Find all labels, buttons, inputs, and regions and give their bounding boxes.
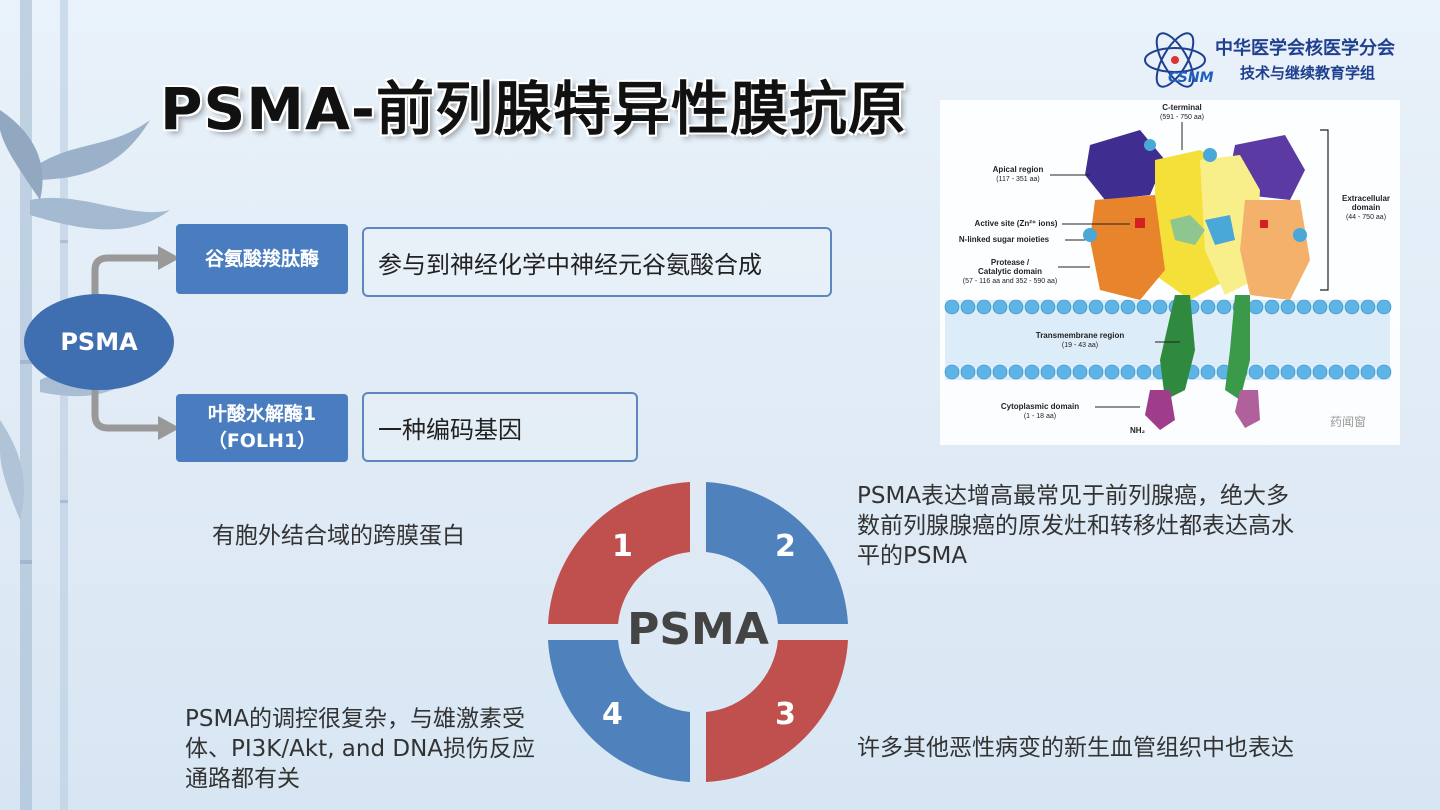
watermark: 药闻窗 xyxy=(1330,415,1367,429)
membrane-bead xyxy=(1328,364,1344,380)
cycle-segment-3 xyxy=(706,640,848,782)
logo-group-name: 技术与继续教育学组 xyxy=(1240,64,1376,82)
svg-text:Active site (Zn²⁺ ions): Active site (Zn²⁺ ions) xyxy=(975,219,1058,228)
svg-text:(57 - 116 aa and 352 - 590 aa): (57 - 116 aa and 352 - 590 aa) xyxy=(963,278,1057,285)
membrane-bead xyxy=(1376,364,1392,380)
svg-text:(591 - 750 aa): (591 - 750 aa) xyxy=(1160,114,1204,121)
membrane-bead xyxy=(1104,299,1120,315)
membrane-bead xyxy=(1136,364,1152,380)
cycle-num-2: 2 xyxy=(775,529,796,564)
page-title: PSMA-前列腺特异性膜抗原 xyxy=(160,75,907,143)
psma-cycle-diagram: 1 2 3 4 PSMA xyxy=(548,482,848,782)
csnm-logo-icon xyxy=(1144,32,1206,88)
cycle-text-2: PSMA表达增高最常见于前列腺癌，绝大多数前列腺腺癌的原发灶和转移灶都表达高水平… xyxy=(857,483,1294,569)
branch2-label-line2: （FOLH1） xyxy=(207,430,317,452)
membrane-bead xyxy=(944,364,960,380)
membrane-bead xyxy=(1360,299,1376,315)
svg-text:N-linked sugar moieties: N-linked sugar moieties xyxy=(959,235,1050,244)
membrane-bead xyxy=(1136,299,1152,315)
membrane-bead xyxy=(1152,299,1168,315)
svg-text:Protease /: Protease / xyxy=(991,258,1030,267)
membrane-bead xyxy=(1344,364,1360,380)
membrane-bead xyxy=(960,364,976,380)
tree-root-psma: PSMA xyxy=(24,294,174,390)
psma-protein-structure-figure: C-terminal (591 - 750 aa) Apical region … xyxy=(940,100,1400,445)
bamboo-decoration xyxy=(0,0,170,810)
membrane-bead xyxy=(1248,299,1264,315)
branch2-label: 叶酸水解酶1 （FOLH1） xyxy=(176,394,348,462)
svg-text:(117 - 351 aa): (117 - 351 aa) xyxy=(996,176,1039,183)
membrane-bead xyxy=(1296,364,1312,380)
logo-abbr: CSNM xyxy=(1168,70,1214,86)
membrane-bead xyxy=(1056,299,1072,315)
cycle-text-4: PSMA的调控很复杂，与雄激素受体、PI3K/Akt, and DNA损伤反应通… xyxy=(185,706,536,792)
membrane-bead xyxy=(944,299,960,315)
svg-text:Cytoplasmic domain: Cytoplasmic domain xyxy=(1001,402,1079,411)
cycle-segment-4 xyxy=(548,640,690,782)
cycle-num-1: 1 xyxy=(612,529,633,564)
branch2-description: 一种编码基因 xyxy=(362,392,638,462)
membrane-bead xyxy=(1024,299,1040,315)
membrane-bead xyxy=(1120,299,1136,315)
membrane-bead xyxy=(976,299,992,315)
membrane-bead xyxy=(1312,299,1328,315)
membrane-bead xyxy=(1008,364,1024,380)
membrane-bead xyxy=(1072,364,1088,380)
membrane-bead xyxy=(1360,364,1376,380)
membrane-bead xyxy=(1088,364,1104,380)
membrane-bead xyxy=(1248,364,1264,380)
branch2-label-line1: 叶酸水解酶1 xyxy=(207,403,317,426)
branch1-description-text: 参与到神经化学中神经元谷氨酸合成 xyxy=(378,250,762,279)
membrane-bead xyxy=(960,299,976,315)
branch1-label: 谷氨酸羧肽酶 xyxy=(176,224,348,294)
membrane-bead xyxy=(992,299,1008,315)
cycle-num-4: 4 xyxy=(602,697,623,732)
cycle-text-3: 许多其他恶性病变的新生血管组织中也表达 xyxy=(857,735,1294,761)
membrane-bead xyxy=(1216,299,1232,315)
cycle-num-3: 3 xyxy=(775,697,796,732)
membrane-bead xyxy=(1200,299,1216,315)
cycle-segment-2 xyxy=(706,482,848,624)
membrane-bead xyxy=(1008,299,1024,315)
membrane-bead xyxy=(1264,299,1280,315)
membrane-bead xyxy=(976,364,992,380)
membrane-bead xyxy=(1296,299,1312,315)
svg-text:Extracellular: Extracellular xyxy=(1342,194,1390,203)
membrane-bead xyxy=(1264,364,1280,380)
branch1-label-text: 谷氨酸羧肽酶 xyxy=(204,247,319,270)
membrane-bead xyxy=(1120,364,1136,380)
membrane-bead xyxy=(1056,364,1072,380)
svg-text:domain: domain xyxy=(1352,203,1381,212)
tree-connectors xyxy=(91,246,180,440)
svg-text:NH₂: NH₂ xyxy=(1130,426,1146,435)
svg-text:(19 - 43 aa): (19 - 43 aa) xyxy=(1062,342,1098,349)
svg-text:(1 - 18 aa): (1 - 18 aa) xyxy=(1024,413,1056,420)
membrane-bead xyxy=(1200,364,1216,380)
membrane-bead xyxy=(1280,299,1296,315)
svg-text:(44 - 750 aa): (44 - 750 aa) xyxy=(1346,214,1386,221)
membrane-bead xyxy=(1344,299,1360,315)
svg-text:C-terminal: C-terminal xyxy=(1162,103,1202,112)
logo-org-name: 中华医学会核医学分会 xyxy=(1215,38,1395,59)
branch1-description: 参与到神经化学中神经元谷氨酸合成 xyxy=(362,227,832,297)
membrane-bead xyxy=(1376,299,1392,315)
cycle-center-label: PSMA xyxy=(627,604,769,655)
branch2-description-text: 一种编码基因 xyxy=(378,415,522,444)
membrane-bead xyxy=(1024,364,1040,380)
membrane-bead xyxy=(1088,299,1104,315)
membrane-bead xyxy=(992,364,1008,380)
membrane-bead xyxy=(1104,364,1120,380)
cycle-segment-1 xyxy=(548,482,690,624)
svg-text:Apical region: Apical region xyxy=(993,165,1044,174)
membrane-bead xyxy=(1040,364,1056,380)
cycle-text-1: 有胞外结合域的跨膜蛋白 xyxy=(212,523,465,549)
membrane-bead xyxy=(1312,364,1328,380)
membrane-bead xyxy=(1072,299,1088,315)
membrane-bead xyxy=(1328,299,1344,315)
membrane-bead xyxy=(1040,299,1056,315)
svg-text:Transmembrane region: Transmembrane region xyxy=(1036,331,1125,340)
svg-text:Catalytic domain: Catalytic domain xyxy=(978,267,1042,276)
membrane-bead xyxy=(1280,364,1296,380)
